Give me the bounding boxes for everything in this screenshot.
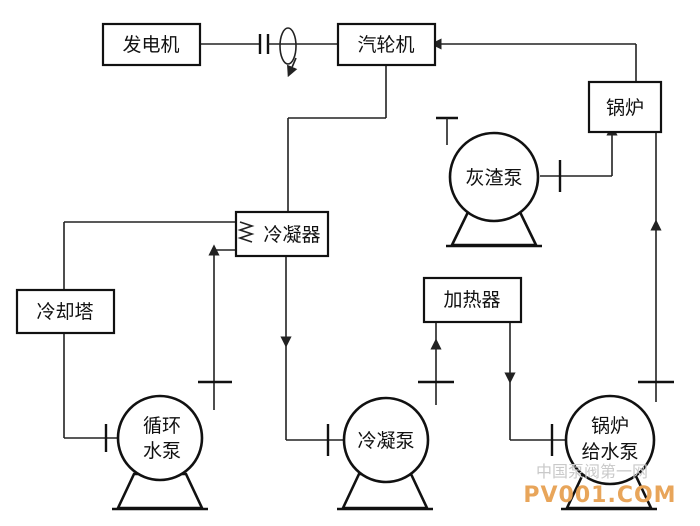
heater-line bbox=[504, 322, 566, 456]
ash-pump: 灰渣泵 bbox=[446, 131, 542, 248]
steam-line bbox=[430, 38, 637, 82]
circ-pump-label-2: 水泵 bbox=[143, 440, 181, 462]
watermark-line1: 中国泵阀第一网 bbox=[536, 462, 648, 481]
condenser-label: 冷凝器 bbox=[263, 224, 320, 246]
turbine-box: 汽轮机 bbox=[336, 22, 437, 67]
cooling-loop bbox=[63, 221, 236, 452]
condenser-box: 冷凝器 bbox=[234, 210, 330, 258]
condensate-pump: 冷凝泵 bbox=[337, 396, 433, 511]
boiler-box: 锅炉 bbox=[587, 80, 663, 134]
circ-pump-label-1: 循环 bbox=[143, 415, 181, 437]
heater-box: 加热器 bbox=[422, 276, 523, 324]
watermark-line2: PV001.COM bbox=[523, 483, 676, 508]
ash-pump-label: 灰渣泵 bbox=[465, 167, 522, 189]
boiler-label: 锅炉 bbox=[606, 97, 644, 119]
feed-pump-label-1: 锅炉 bbox=[591, 415, 629, 437]
shaft-coupling bbox=[200, 27, 340, 78]
feed-pump-label-2: 给水泵 bbox=[581, 441, 638, 463]
feed-pump: 锅炉 给水泵 bbox=[561, 394, 657, 511]
cooling-tower-box: 冷却塔 bbox=[15, 288, 116, 335]
heater-label: 加热器 bbox=[443, 289, 500, 311]
condensate-line bbox=[280, 256, 454, 456]
circulating-pump: 循环 水泵 bbox=[112, 394, 208, 511]
feedwater-line bbox=[638, 132, 674, 402]
ash-line bbox=[436, 116, 618, 192]
condensate-pump-label: 冷凝泵 bbox=[357, 430, 414, 452]
exhaust-line bbox=[287, 64, 387, 212]
generator-box: 发电机 bbox=[101, 22, 202, 67]
cooling-tower-label: 冷却塔 bbox=[36, 301, 93, 323]
generator-label: 发电机 bbox=[122, 34, 179, 56]
turbine-label: 汽轮机 bbox=[357, 34, 414, 56]
watermark: 中国泵阀第一网 PV001.COM bbox=[523, 462, 676, 508]
